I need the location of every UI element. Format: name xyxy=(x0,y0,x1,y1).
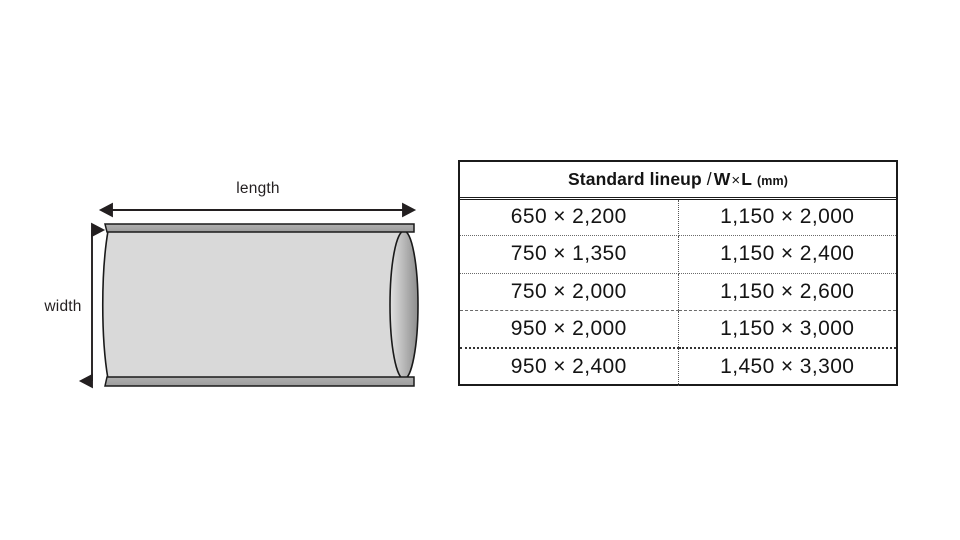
table-title-unit: (mm) xyxy=(757,173,788,188)
table-title-slash: / xyxy=(706,168,712,189)
table-row: 750 × 2,000 1,150 × 2,600 xyxy=(460,273,896,311)
table-title-w: W xyxy=(713,168,731,189)
product-diagram: length width xyxy=(0,0,460,540)
table-cell-size: 950 × 2,000 xyxy=(460,310,679,349)
table-cell-size: 1,150 × 2,400 xyxy=(678,235,896,274)
table-cell-size: 1,150 × 2,000 xyxy=(678,198,896,236)
width-dimension: width xyxy=(43,222,106,389)
roll-body-group xyxy=(101,223,419,387)
table-body: 650 × 2,200 1,150 × 2,000 750 × 1,350 1,… xyxy=(460,198,896,386)
roll-bottom-edge-strip xyxy=(104,376,415,387)
table-cell-size: 650 × 2,200 xyxy=(460,198,679,236)
table-row: 950 × 2,400 1,450 × 3,300 xyxy=(460,348,896,386)
roll-top-edge-strip xyxy=(104,223,415,233)
table-row: 750 × 1,350 1,150 × 2,400 xyxy=(460,235,896,274)
table-cell-size: 750 × 2,000 xyxy=(460,273,679,311)
table-cell-size: 1,150 × 3,000 xyxy=(678,310,896,349)
table-cell-size: 750 × 1,350 xyxy=(460,235,679,274)
table-header-row: Standard lineup/W×L (mm) xyxy=(460,162,896,200)
table-row: 950 × 2,000 1,150 × 3,000 xyxy=(460,310,896,349)
table-row: 650 × 2,200 1,150 × 2,000 xyxy=(460,198,896,236)
table-cell-size: 1,150 × 2,600 xyxy=(678,273,896,311)
width-label: width xyxy=(43,298,81,315)
length-label: length xyxy=(236,180,279,197)
roll-surface xyxy=(101,230,405,380)
table-title-main: Standard lineup xyxy=(568,168,702,189)
roll-end-cap xyxy=(389,230,419,380)
table-title-l: L xyxy=(741,168,753,189)
table-title: Standard lineup/W×L (mm) xyxy=(460,162,896,200)
table-cell-size: 950 × 2,400 xyxy=(460,348,679,386)
table-cell-size: 1,450 × 3,300 xyxy=(720,355,855,379)
standard-lineup-table: Standard lineup/W×L (mm) 650 × 2,200 1,1… xyxy=(458,160,898,386)
table-title-times: × xyxy=(731,171,741,189)
spec-table: Standard lineup/W×L (mm) 650 × 2,200 1,1… xyxy=(460,162,896,386)
length-dimension: length xyxy=(98,180,417,218)
